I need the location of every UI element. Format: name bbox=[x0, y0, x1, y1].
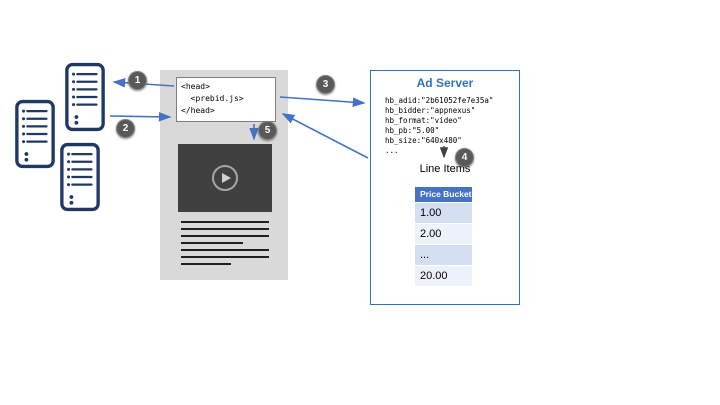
hb-code-line: hb_bidder:"appnexus" bbox=[385, 106, 476, 115]
hb-code-line: hb_format:"video" bbox=[385, 116, 462, 125]
table-header: Price Bucket bbox=[415, 187, 472, 203]
hb-targeting-code: hb_adid:"2b61052fe7e35a" hb_bidder:"appn… bbox=[385, 96, 519, 156]
server-icon bbox=[59, 142, 101, 212]
table-row: 1.00 bbox=[415, 203, 472, 224]
text-line bbox=[181, 263, 231, 265]
code-line: <head> bbox=[181, 82, 210, 91]
text-line bbox=[181, 235, 269, 237]
page-text-placeholder bbox=[181, 221, 271, 270]
head-code-box: <head> <prebid.js> </head> bbox=[176, 77, 276, 122]
step-badge-1: 1 bbox=[128, 71, 147, 90]
text-line bbox=[181, 249, 269, 251]
hb-code-line: hb_pb:"5.00" bbox=[385, 126, 440, 135]
step-badge-4: 4 bbox=[455, 148, 474, 167]
ad-server-title: Ad Server bbox=[416, 76, 474, 90]
hb-code-line: hb_size:"640x480" bbox=[385, 136, 462, 145]
text-line bbox=[181, 242, 243, 244]
step-badge-2: 2 bbox=[116, 119, 135, 138]
step-badge-5: 5 bbox=[258, 121, 277, 140]
video-player bbox=[178, 144, 272, 212]
step-badge-3: 3 bbox=[316, 75, 335, 94]
code-line: <prebid.js> bbox=[181, 94, 244, 103]
table-row: 2.00 bbox=[415, 224, 472, 245]
server-icon-graphic bbox=[60, 142, 100, 212]
table-row: ... bbox=[415, 245, 472, 266]
arrow-page-to-adserver bbox=[279, 96, 366, 107]
server-icon-graphic bbox=[15, 99, 55, 169]
text-line bbox=[181, 256, 269, 258]
arrow-adserver-to-page bbox=[281, 113, 369, 159]
line-items-label: Line Items bbox=[419, 163, 471, 175]
code-line: </head> bbox=[181, 106, 215, 115]
play-triangle-icon bbox=[222, 173, 231, 183]
text-line bbox=[181, 221, 269, 223]
server-icon bbox=[14, 99, 56, 169]
table-row: 20.00 bbox=[415, 266, 472, 287]
hb-code-line: hb_adid:"2b61052fe7e35a" bbox=[385, 96, 494, 105]
text-line bbox=[181, 228, 269, 230]
play-icon bbox=[212, 165, 238, 191]
price-bucket-table: Price Bucket 1.00 2.00 ... 20.00 bbox=[415, 187, 472, 287]
server-icon bbox=[64, 62, 106, 132]
hb-code-line: ... bbox=[385, 146, 399, 155]
server-icon-graphic bbox=[65, 62, 105, 132]
